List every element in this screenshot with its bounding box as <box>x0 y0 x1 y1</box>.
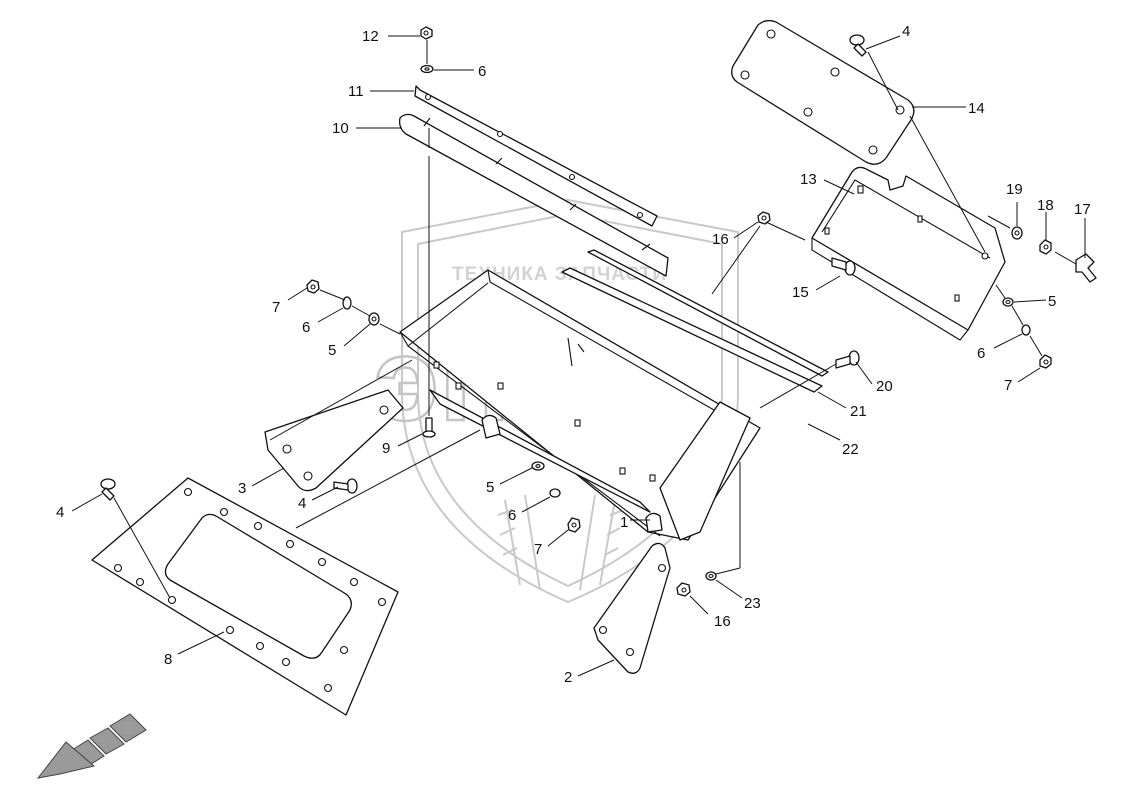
callout-16-bottom: 16 <box>714 613 731 630</box>
part-21-rod <box>561 267 823 393</box>
callout-20: 20 <box>876 378 893 395</box>
part-22-rod <box>587 249 829 377</box>
fastener-4-bolt-mid <box>333 478 358 494</box>
callout-4-left: 4 <box>56 504 64 521</box>
callout-10: 10 <box>332 120 349 137</box>
callout-4-top: 4 <box>902 23 910 40</box>
fastener-16-nut-top <box>757 211 771 225</box>
callout-6-left: 6 <box>302 319 310 336</box>
assembly-lines <box>113 40 1077 599</box>
fastener-6-washer-top <box>420 64 434 74</box>
callout-5-left: 5 <box>328 342 336 359</box>
callout-7-center: 7 <box>534 541 542 558</box>
callout-1: 1 <box>620 514 628 531</box>
part-10-strip <box>398 113 669 277</box>
fastener-15-bolt <box>831 257 856 276</box>
callout-5-right: 5 <box>1048 293 1056 310</box>
callout-5-center: 5 <box>486 479 494 496</box>
callout-7-left: 7 <box>272 299 280 316</box>
callout-labels: 12 6 11 10 4 14 13 16 15 19 18 17 5 6 7 … <box>56 23 1091 686</box>
callout-8: 8 <box>164 651 172 668</box>
fastener-12-nut <box>420 26 433 40</box>
callout-19: 19 <box>1006 181 1023 198</box>
callout-11: 11 <box>348 83 364 100</box>
part-11-strip <box>414 85 658 227</box>
fastener-20-bolt <box>835 350 860 369</box>
part-14-top-plate <box>731 19 915 165</box>
fastener-9-bolt <box>422 417 436 438</box>
callout-12: 12 <box>362 28 379 45</box>
callout-6-right: 6 <box>977 345 985 362</box>
part-8-plate <box>91 477 399 716</box>
fastener-4-bolt-left <box>100 478 116 501</box>
fastener-left-stack <box>306 279 380 326</box>
callout-22: 22 <box>842 441 859 458</box>
part-2-plate <box>593 542 671 674</box>
fastener-4-bolt-top <box>849 34 867 57</box>
callout-13: 13 <box>800 171 817 188</box>
callout-18: 18 <box>1037 197 1054 214</box>
callout-15: 15 <box>792 284 809 301</box>
part-13-bracket <box>811 166 1006 341</box>
forward-direction-arrow-icon <box>36 713 147 779</box>
callout-14: 14 <box>968 100 985 117</box>
fastener-right-stack <box>1002 297 1052 369</box>
callout-21: 21 <box>850 403 867 420</box>
callout-6-center: 6 <box>508 507 516 524</box>
callout-2: 2 <box>564 669 572 686</box>
callout-9: 9 <box>382 440 390 457</box>
callout-4-mid: 4 <box>298 495 306 512</box>
fastener-far-right-stack <box>1011 226 1097 283</box>
callout-7-right: 7 <box>1004 377 1012 394</box>
fastener-23-washer <box>705 571 717 581</box>
fastener-16-nut-bottom <box>676 582 691 597</box>
callout-6-top: 6 <box>478 63 486 80</box>
callout-16-top: 16 <box>712 231 729 248</box>
callout-pointers <box>71 35 1086 677</box>
wheat-ornament-icon <box>497 494 625 591</box>
callout-17: 17 <box>1074 201 1091 218</box>
callout-3: 3 <box>238 480 246 497</box>
fastener-center-stack <box>531 461 581 533</box>
main-tray <box>399 269 761 541</box>
part-3-plate <box>264 389 404 492</box>
callout-23: 23 <box>744 595 761 612</box>
